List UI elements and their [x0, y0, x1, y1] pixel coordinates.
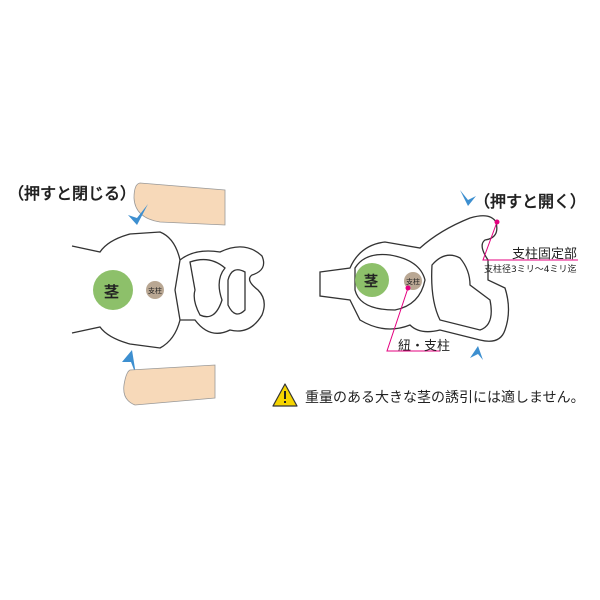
arrow-down-icon [128, 204, 148, 225]
post-label-left: 支柱 [148, 287, 162, 295]
warning-triangle-icon [272, 383, 298, 407]
stem-circle-left [93, 270, 133, 310]
arrow-up-icon [122, 350, 136, 375]
post-circle-left [146, 281, 164, 299]
post-diameter-note: 支柱径3ミリ～4ミリ迄 [484, 265, 577, 275]
caption-press-to-open: （押すと開く） [474, 192, 587, 211]
post-fixing-label: 支柱固定部 [512, 247, 578, 262]
string-post-label: 紐・支柱 [398, 339, 451, 354]
arrow-down-icon-right [460, 190, 476, 206]
finger-bottom [123, 364, 216, 406]
clip-opening [319, 215, 510, 342]
leader-line-string-post [386, 287, 440, 352]
post-circle-right [404, 272, 422, 290]
leader-line-post-fixing [482, 221, 578, 261]
post-label-right: 支柱 [406, 278, 420, 286]
warning-text: 重量のある大きな茎の誘引には適しません。 [305, 390, 585, 406]
clip-closing [71, 231, 265, 349]
caption-press-to-close: （押すと閉じる） [8, 184, 137, 203]
stem-label-left: 茎 [104, 283, 120, 301]
stem-circle-right [355, 263, 389, 297]
arrow-up-icon-right [470, 346, 483, 360]
stem-label-right: 茎 [364, 274, 378, 290]
finger-top [133, 182, 226, 226]
